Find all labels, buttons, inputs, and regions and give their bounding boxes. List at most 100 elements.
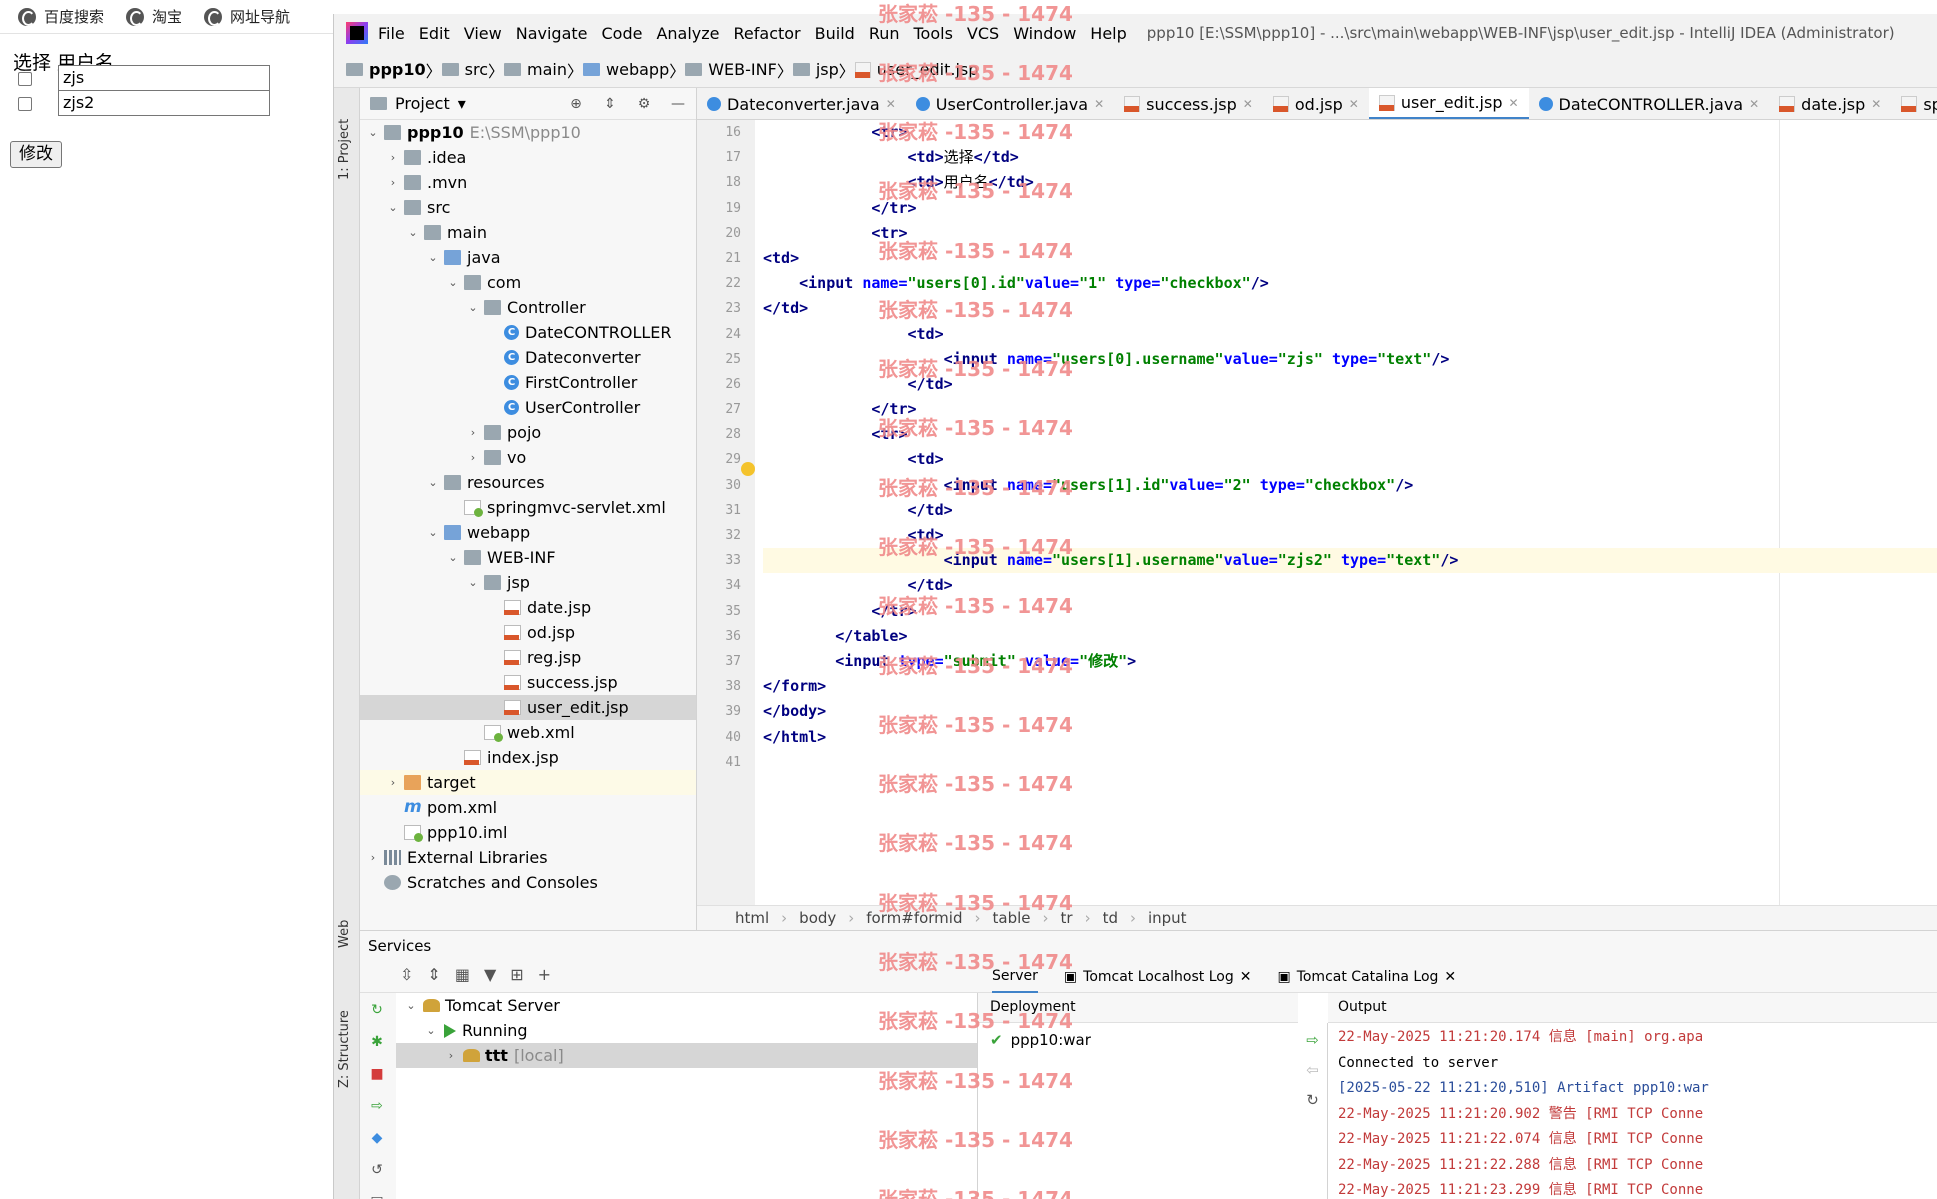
close-icon[interactable]: ✕ [1094, 97, 1105, 111]
code-line[interactable]: <input type="submit" value="修改"> [763, 649, 1937, 674]
rerun-icon[interactable]: ↻ [371, 1002, 383, 1018]
menu-vcs[interactable]: VCS [966, 23, 1000, 43]
collapse-all-icon[interactable]: ⇕ [427, 965, 441, 984]
tree-item[interactable]: ppp10.iml [360, 820, 696, 845]
nav-crumb[interactable]: user_edit.jsp [854, 60, 978, 79]
bookmark-nav[interactable]: 网址导航 [204, 6, 290, 27]
chevron-down-icon[interactable]: ⌄ [368, 126, 378, 139]
deploy-icon[interactable]: ⇨ [371, 1098, 383, 1114]
code-line[interactable] [763, 750, 1937, 775]
deployment-item[interactable]: ✔ ppp10:war [990, 1030, 1091, 1049]
chevron-right-icon[interactable]: › [470, 451, 476, 464]
close-icon[interactable]: ✕ [1242, 97, 1253, 111]
tree-item[interactable]: ›.idea [360, 145, 696, 170]
services-tree-item[interactable]: ›ttt[local] [396, 1043, 977, 1068]
tree-item[interactable]: ⌄Controller [360, 295, 696, 320]
tree-item[interactable]: ›.mvn [360, 170, 696, 195]
tree-item[interactable]: ⌄webapp [360, 520, 696, 545]
code-line[interactable]: <input name="users[1].username"value="zj… [763, 548, 1937, 574]
tree-item[interactable]: date.jsp [360, 595, 696, 620]
menu-run[interactable]: Run [868, 23, 900, 43]
debug-icon[interactable]: ✱ [371, 1034, 383, 1050]
user-checkbox-2[interactable] [18, 97, 32, 111]
filter-icon[interactable]: ▼ [483, 965, 497, 984]
user-checkbox-1[interactable] [18, 72, 32, 86]
code-line[interactable]: <tr> [763, 120, 1937, 145]
tree-item[interactable]: ›target [360, 770, 696, 795]
editor-tab[interactable]: od.jsp✕ [1263, 88, 1369, 119]
code-line[interactable]: </tr> [763, 196, 1937, 221]
menu-file[interactable]: File [378, 23, 405, 43]
code-line[interactable]: <td> [763, 322, 1937, 347]
collapse-all-icon[interactable]: ⇕ [604, 95, 616, 112]
code-line[interactable]: </body> [763, 699, 1937, 724]
editor-crumb[interactable]: input [1147, 909, 1187, 927]
close-icon[interactable]: ✕ [1348, 97, 1359, 111]
services-detail-tab[interactable]: ▣Tomcat Catalina Log✕ [1277, 969, 1456, 985]
expand-all-icon[interactable]: ⇳ [400, 965, 414, 984]
chevron-down-icon[interactable]: ⌄ [426, 1024, 436, 1037]
editor-crumb[interactable]: html [735, 909, 770, 927]
username-field-1[interactable]: zjs [58, 65, 270, 91]
code-line[interactable]: </form> [763, 674, 1937, 699]
project-panel-title[interactable]: Project [395, 94, 450, 113]
tool-structure[interactable]: Z: Structure [337, 1010, 352, 1088]
tree-item[interactable]: ›vo [360, 445, 696, 470]
tree-item[interactable]: ⌄resources [360, 470, 696, 495]
close-icon[interactable]: ✕ [1239, 968, 1252, 985]
nav-crumb[interactable]: jsp [792, 60, 839, 79]
chevron-down-icon[interactable]: ⌄ [408, 226, 418, 239]
tool-project[interactable]: 1: Project [337, 118, 352, 180]
code-line[interactable]: </td> [763, 296, 1937, 321]
code-content[interactable]: <tr> <td>选择</td> <td>用户名</td> </tr> <tr>… [763, 120, 1937, 775]
update-icon[interactable]: ◆ [371, 1130, 383, 1146]
nav-crumb[interactable]: ppp10 [346, 60, 426, 79]
chevron-down-icon[interactable]: ⌄ [448, 276, 458, 289]
menu-tools[interactable]: Tools [913, 23, 953, 43]
code-line[interactable]: <input name="users[1].id"value="2" type=… [763, 473, 1937, 498]
editor-tab[interactable]: springmvc [1891, 88, 1937, 119]
menu-build[interactable]: Build [814, 23, 855, 43]
tree-item[interactable]: success.jsp [360, 670, 696, 695]
username-field-2[interactable]: zjs2 [58, 90, 270, 116]
menu-navigate[interactable]: Navigate [515, 23, 588, 43]
chevron-right-icon[interactable]: › [448, 1049, 454, 1062]
menu-code[interactable]: Code [601, 23, 643, 43]
chevron-down-icon[interactable]: ⌄ [448, 551, 458, 564]
chevron-down-icon[interactable]: ⌄ [428, 526, 438, 539]
refresh-icon[interactable]: ↺ [371, 1162, 383, 1178]
tool-web[interactable]: Web [337, 919, 352, 948]
editor-tab[interactable]: success.jsp✕ [1114, 88, 1263, 119]
nav-crumb[interactable]: src [441, 60, 488, 79]
editor-crumb[interactable]: table [992, 909, 1031, 927]
code-line[interactable]: <td> [763, 523, 1937, 548]
editor-crumb[interactable]: tr [1060, 909, 1073, 927]
tree-item[interactable]: ⌄WEB-INF [360, 545, 696, 570]
lightbulb-icon[interactable] [741, 462, 755, 476]
code-line[interactable]: <td>用户名</td> [763, 170, 1937, 195]
services-detail-tab[interactable]: ▣Tomcat Localhost Log✕ [1064, 969, 1252, 985]
code-line[interactable]: <tr> [763, 221, 1937, 246]
chevron-down-icon[interactable]: ⌄ [428, 476, 438, 489]
tree-item[interactable]: ⌄com [360, 270, 696, 295]
editor-tab[interactable]: date.jsp✕ [1769, 88, 1891, 119]
deploy-arrow-icon[interactable]: ⇨ [1306, 1031, 1319, 1049]
code-line[interactable]: </td> [763, 498, 1937, 523]
group-icon[interactable]: ▦ [454, 965, 470, 984]
menu-edit[interactable]: Edit [418, 23, 450, 43]
code-line[interactable]: </html> [763, 725, 1937, 750]
editor-tab[interactable]: UserController.java✕ [906, 88, 1114, 119]
tree-item[interactable]: reg.jsp [360, 645, 696, 670]
tree-item[interactable]: index.jsp [360, 745, 696, 770]
undeploy-icon[interactable]: ⇦ [1306, 1061, 1319, 1079]
close-icon[interactable]: ✕ [1871, 97, 1882, 111]
services-detail-tab[interactable]: Server [992, 961, 1038, 993]
chevron-down-icon[interactable]: ⌄ [406, 999, 416, 1012]
stop-icon[interactable]: ■ [370, 1066, 384, 1082]
code-line[interactable]: <tr> [763, 422, 1937, 447]
gear-icon[interactable]: ⚙ [637, 95, 651, 112]
code-line[interactable]: </tr> [763, 599, 1937, 624]
